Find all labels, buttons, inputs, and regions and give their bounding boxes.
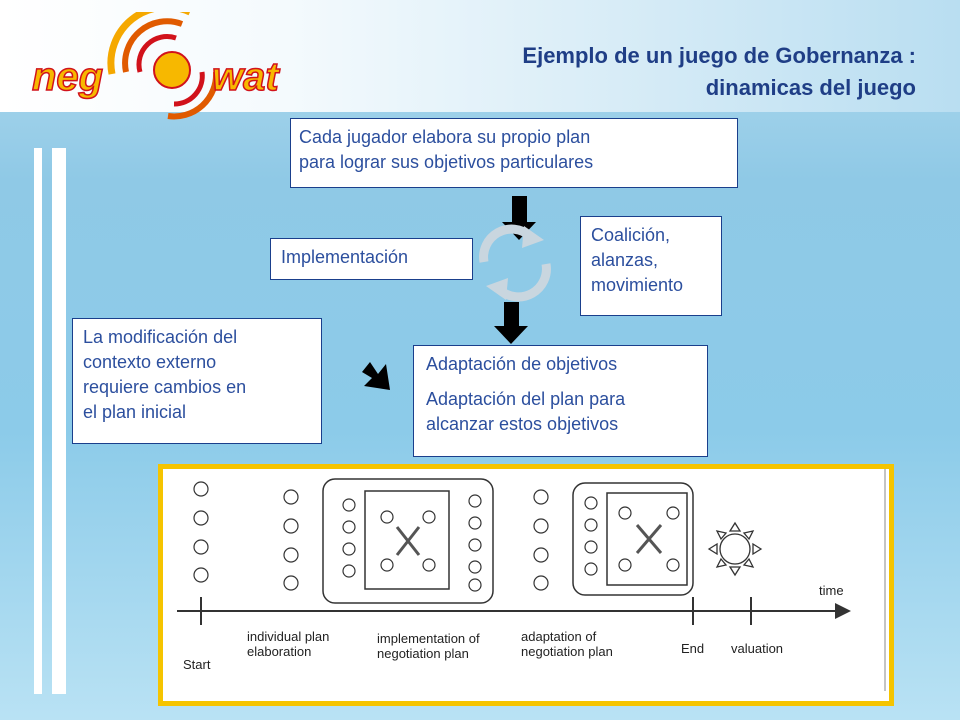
plan-line-1: Cada jugador elabora su propio plan xyxy=(299,127,591,147)
stage-1-line-1: individual plan xyxy=(247,629,330,644)
title-line-2: dinamicas del juego xyxy=(705,75,916,100)
stage-2-line-2: negotiation plan xyxy=(377,646,469,661)
timeline-arrowhead xyxy=(835,603,851,619)
modificacion-line-4: el plan inicial xyxy=(83,402,187,422)
negotiation-box-2 xyxy=(572,482,694,596)
coalicion-box: Coalición, alanzas, movimiento xyxy=(580,216,722,316)
adaptacion-p2-line-2: alcanzar estos objetivos xyxy=(426,414,619,434)
modificacion-line-3: requiere cambios en xyxy=(83,377,247,397)
page-title: Ejemplo de un juego de Gobernanza : dina… xyxy=(522,40,916,104)
plan-line-2: para lograr sus objetivos particulares xyxy=(299,152,594,172)
stage-2-line-1: implementation of xyxy=(377,631,480,646)
cycle-icon xyxy=(479,224,551,302)
label-end: End xyxy=(681,641,705,656)
negowat-logo: neg wat xyxy=(31,12,281,120)
label-stage-2: implementation of negotiation plan xyxy=(377,631,480,661)
label-stage-1: individual plan elaboration xyxy=(247,629,329,659)
sun-icon xyxy=(707,521,763,577)
negotiation-box-1 xyxy=(322,478,494,604)
logo-right-text: wat xyxy=(212,55,280,99)
coalicion-line-3: movimiento xyxy=(591,275,684,295)
arrow-down-2 xyxy=(494,302,528,344)
smileys-individual xyxy=(283,489,299,591)
decor-bar-2 xyxy=(52,148,66,694)
label-stage-3: adaptation of negotiation plan xyxy=(521,629,613,659)
implementacion-box: Implementación xyxy=(270,238,473,280)
adaptacion-p1: Adaptación de objetivos xyxy=(426,354,618,374)
modificacion-box: La modificación del contexto externo req… xyxy=(72,318,322,444)
implementacion-label: Implementación xyxy=(281,247,409,267)
coalicion-line-1: Coalición, xyxy=(591,225,671,245)
timeline-diagram: time Start individual plan elaboration i… xyxy=(158,464,894,706)
arrow-diagonal xyxy=(362,362,390,390)
label-valuation: valuation xyxy=(731,641,784,656)
modificacion-line-1: La modificación del xyxy=(83,327,238,347)
adaptacion-box: Adaptación de objetivos Adaptación del p… xyxy=(413,345,708,457)
stage-3-line-2: negotiation plan xyxy=(521,644,613,659)
smileys-adaptation xyxy=(533,489,549,591)
label-start: Start xyxy=(183,657,211,672)
stage-3-line-1: adaptation of xyxy=(521,629,597,644)
smileys-start xyxy=(193,481,209,583)
logo-left-text: neg xyxy=(32,55,103,99)
plan-box: Cada jugador elabora su propio plan para… xyxy=(290,118,738,188)
title-line-1: Ejemplo de un juego de Gobernanza : xyxy=(522,43,916,68)
timeline-svg xyxy=(177,469,886,691)
adaptacion-p2-line-1: Adaptación del plan para xyxy=(426,389,626,409)
modificacion-line-2: contexto externo xyxy=(83,352,217,372)
axis-label-time: time xyxy=(819,583,844,598)
coalicion-line-2: alanzas, xyxy=(591,250,659,270)
stage-1-line-2: elaboration xyxy=(247,644,312,659)
arrow-down-1 xyxy=(502,196,536,240)
decor-bar-1 xyxy=(34,148,42,694)
